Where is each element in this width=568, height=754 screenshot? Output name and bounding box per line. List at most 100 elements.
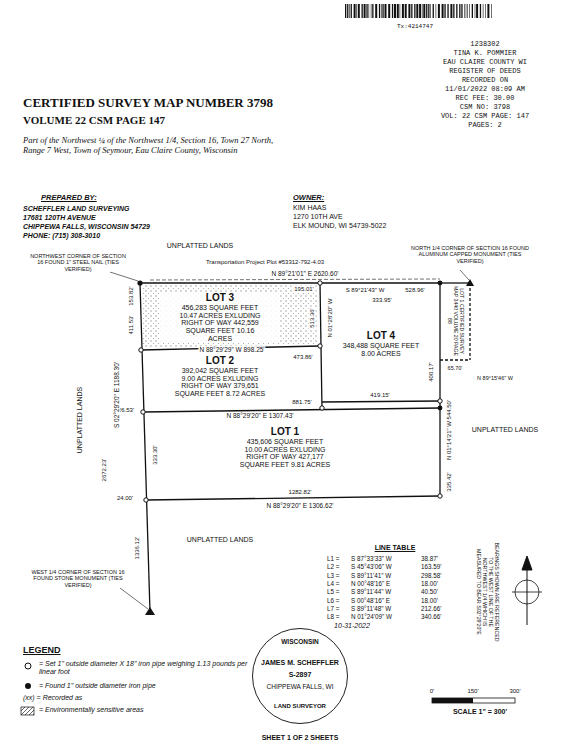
corner-note: NORTHWEST CORNER OF SECTION 16 FOUND 1" … <box>27 253 129 272</box>
table-cell: N 01°24'09" W <box>350 613 393 620</box>
bearing: N 89°21'01" E 2620.60' <box>270 270 339 277</box>
distance: 335.42' <box>446 471 453 493</box>
bearing: N 88°29'20" E 1307.43' <box>225 412 294 419</box>
seal-text: WISCONSIN <box>253 638 347 645</box>
table-cell: L6 = <box>326 597 340 604</box>
address: CHIPPEWA FALLS, WISCONSIN 54729 <box>22 223 151 231</box>
lot-name: LOT 2 <box>160 355 280 367</box>
address: SCHEFFLER LAND SURVEYING <box>22 205 131 213</box>
distance: 411.53' <box>128 314 135 335</box>
table-title: LINE TABLE <box>374 544 417 552</box>
seal-text: LAND SURVEYOR <box>253 703 347 709</box>
lot-name: LOT 4 <box>332 330 430 342</box>
distance: 400.17' <box>428 361 435 383</box>
record-stamp: RECORDED ON <box>461 76 509 84</box>
scale-tick: 0' <box>429 688 435 695</box>
scale-tick: 300' <box>508 688 521 695</box>
heading: PREPARED BY: <box>40 194 98 203</box>
record-stamp: VOL: 22 CSM PAGE: 147 <box>440 112 530 120</box>
table-cell: S 00°48'16" E <box>350 597 391 604</box>
corner-note: WEST 1/4 CORNER OF SECTION 16 FOUND STON… <box>22 569 134 588</box>
plat-note: Transportation Project Plot #53312-792-4… <box>205 259 325 266</box>
surveyor-seal: WISCONSINJAMES M. SCHEFFLERS-2897CHIPPEW… <box>252 628 348 724</box>
lot-area: 392,042 SQUARE FEET 9.00 ACRES EXLUDING … <box>174 367 266 398</box>
address: 17681 120TH AVENUE <box>22 214 97 222</box>
distance: 2672.23' <box>101 458 108 483</box>
distance: 153.82' <box>128 285 135 307</box>
table-cell: L1 = <box>326 555 340 562</box>
scale-tick: 150' <box>466 688 479 695</box>
legend-item: = Set 1" outside diameter X 18" iron pip… <box>38 660 250 676</box>
bearing: N 01°14'21" W 544.50' <box>446 399 453 461</box>
description: Part of the Northwest ¼ of the Northwest… <box>22 136 294 156</box>
table-cell: S 89°11'44" W <box>350 588 392 595</box>
area-label: UNPLATTED LANDS <box>76 386 84 454</box>
volume-page: VOLUME 22 CSM PAGE 147 <box>22 114 166 127</box>
record-stamp: CSM NO: 3798 <box>459 103 511 111</box>
table-cell: S 89°11'41" W <box>350 572 392 579</box>
area-label: UNPLATTED LANDS <box>166 242 234 250</box>
address: PHONE: (715) 308-3010 <box>22 232 101 240</box>
table-cell: 340.66' <box>420 613 442 620</box>
distance: 65.70' <box>447 365 464 371</box>
sheet-number: SHEET 1 OF 2 SHEETS <box>261 734 340 742</box>
leader-lines <box>110 270 469 609</box>
scale-text: SCALE 1" = 300' <box>452 708 508 716</box>
table-cell: L3 = <box>326 572 340 579</box>
record-number: Tx:4214747 <box>396 24 434 31</box>
lot-area: 456,283 SQUARE FEET 10.47 ACRES EXLUDING… <box>174 304 266 342</box>
lot-name: LOT 1 <box>220 426 350 438</box>
table-cell: 298.58' <box>420 572 442 579</box>
table-cell: S 89°11'48" W <box>350 605 392 612</box>
address: ELK MOUND, WI 54739-5022 <box>292 222 387 230</box>
legend-item: = Found 1" outside diameter iron pipe <box>38 682 157 690</box>
address: KIM HAAS <box>292 204 327 212</box>
address: 1270 10TH AVE <box>292 213 344 221</box>
record-stamp: 11/01/2022 08:09 AM <box>444 85 526 93</box>
corner-note: NORTH 1/4 CORNER OF SECTION 16 FOUND ALU… <box>409 245 531 264</box>
north-arrow <box>512 556 542 625</box>
bearing: N 88°29'20" E 1306.62' <box>265 502 334 509</box>
table-cell: L5 = <box>326 588 340 595</box>
distance: 195.01' <box>293 286 315 293</box>
table-cell: S 87°33'33" W <box>350 555 393 562</box>
bearing: S 89°21'43" W <box>345 287 386 294</box>
lot-parcel: LOT 3456,283 SQUARE FEET 10.47 ACRES EXL… <box>160 292 280 342</box>
map-title: CERTIFIED SURVEY MAP NUMBER 3798 <box>22 96 274 111</box>
basis-note: BEARINGS SHOWN ARE REFERENCED TO THE WES… <box>476 541 500 643</box>
record-stamp: REC FEE: 30.00 <box>455 94 516 102</box>
distance: 1282.82' <box>288 489 313 496</box>
area-label: UNPLATTED LANDS <box>471 426 539 434</box>
seal-text: S-2897 <box>253 671 347 678</box>
distance: 419.15' <box>369 392 391 399</box>
bearing: N 88°29'29" W 898.25' <box>198 346 265 353</box>
surveyor-name: JAMES M. SCHEFFLER <box>253 659 347 666</box>
distance: 333.30' <box>152 444 159 466</box>
table-cell: N 00°48'16" E <box>350 580 391 587</box>
table-cell: 163.59' <box>420 563 442 570</box>
record-stamp: REGISTER OF DEEDS <box>448 67 521 75</box>
bearing: N 89°15'46" W <box>476 375 514 381</box>
distance: 881.75' <box>291 399 313 406</box>
table-cell: L2 = <box>326 563 340 570</box>
legend-item: = Environmentally sensitive areas <box>38 706 144 714</box>
lot-parcel: LOT 4348,488 SQUARE FEET 8.00 ACRES <box>332 330 430 357</box>
distance: 24.00' <box>116 495 134 502</box>
lot-name: LOT 3 <box>160 292 280 304</box>
lot-parcel: LOT 2392,042 SQUARE FEET 9.00 ACRES EXLU… <box>160 355 280 398</box>
existing-lot: LOT 1 CERTIFIED SURVEY MAP 3440 VOLUME 2… <box>446 284 464 358</box>
signature-date: 10-31-2022 <box>333 622 371 630</box>
table-cell: 18.00' <box>420 580 439 587</box>
barcode <box>345 4 492 18</box>
table-cell: L7 = <box>326 605 340 612</box>
distance: 473.86' <box>292 354 314 361</box>
distance: 528.96' <box>404 287 426 294</box>
lot-area: 435,606 SQUARE FEET 10.00 ACRES EXLUDING… <box>239 438 331 469</box>
record-stamp: 1238302 <box>469 40 500 48</box>
table-cell: 212.66' <box>420 605 442 612</box>
record-stamp: TINA K. POMMIER <box>452 49 517 57</box>
set-pipes <box>139 281 442 502</box>
sensitive-area <box>142 285 318 348</box>
scale-bar <box>432 698 515 703</box>
distance: 1336.12' <box>134 536 141 561</box>
